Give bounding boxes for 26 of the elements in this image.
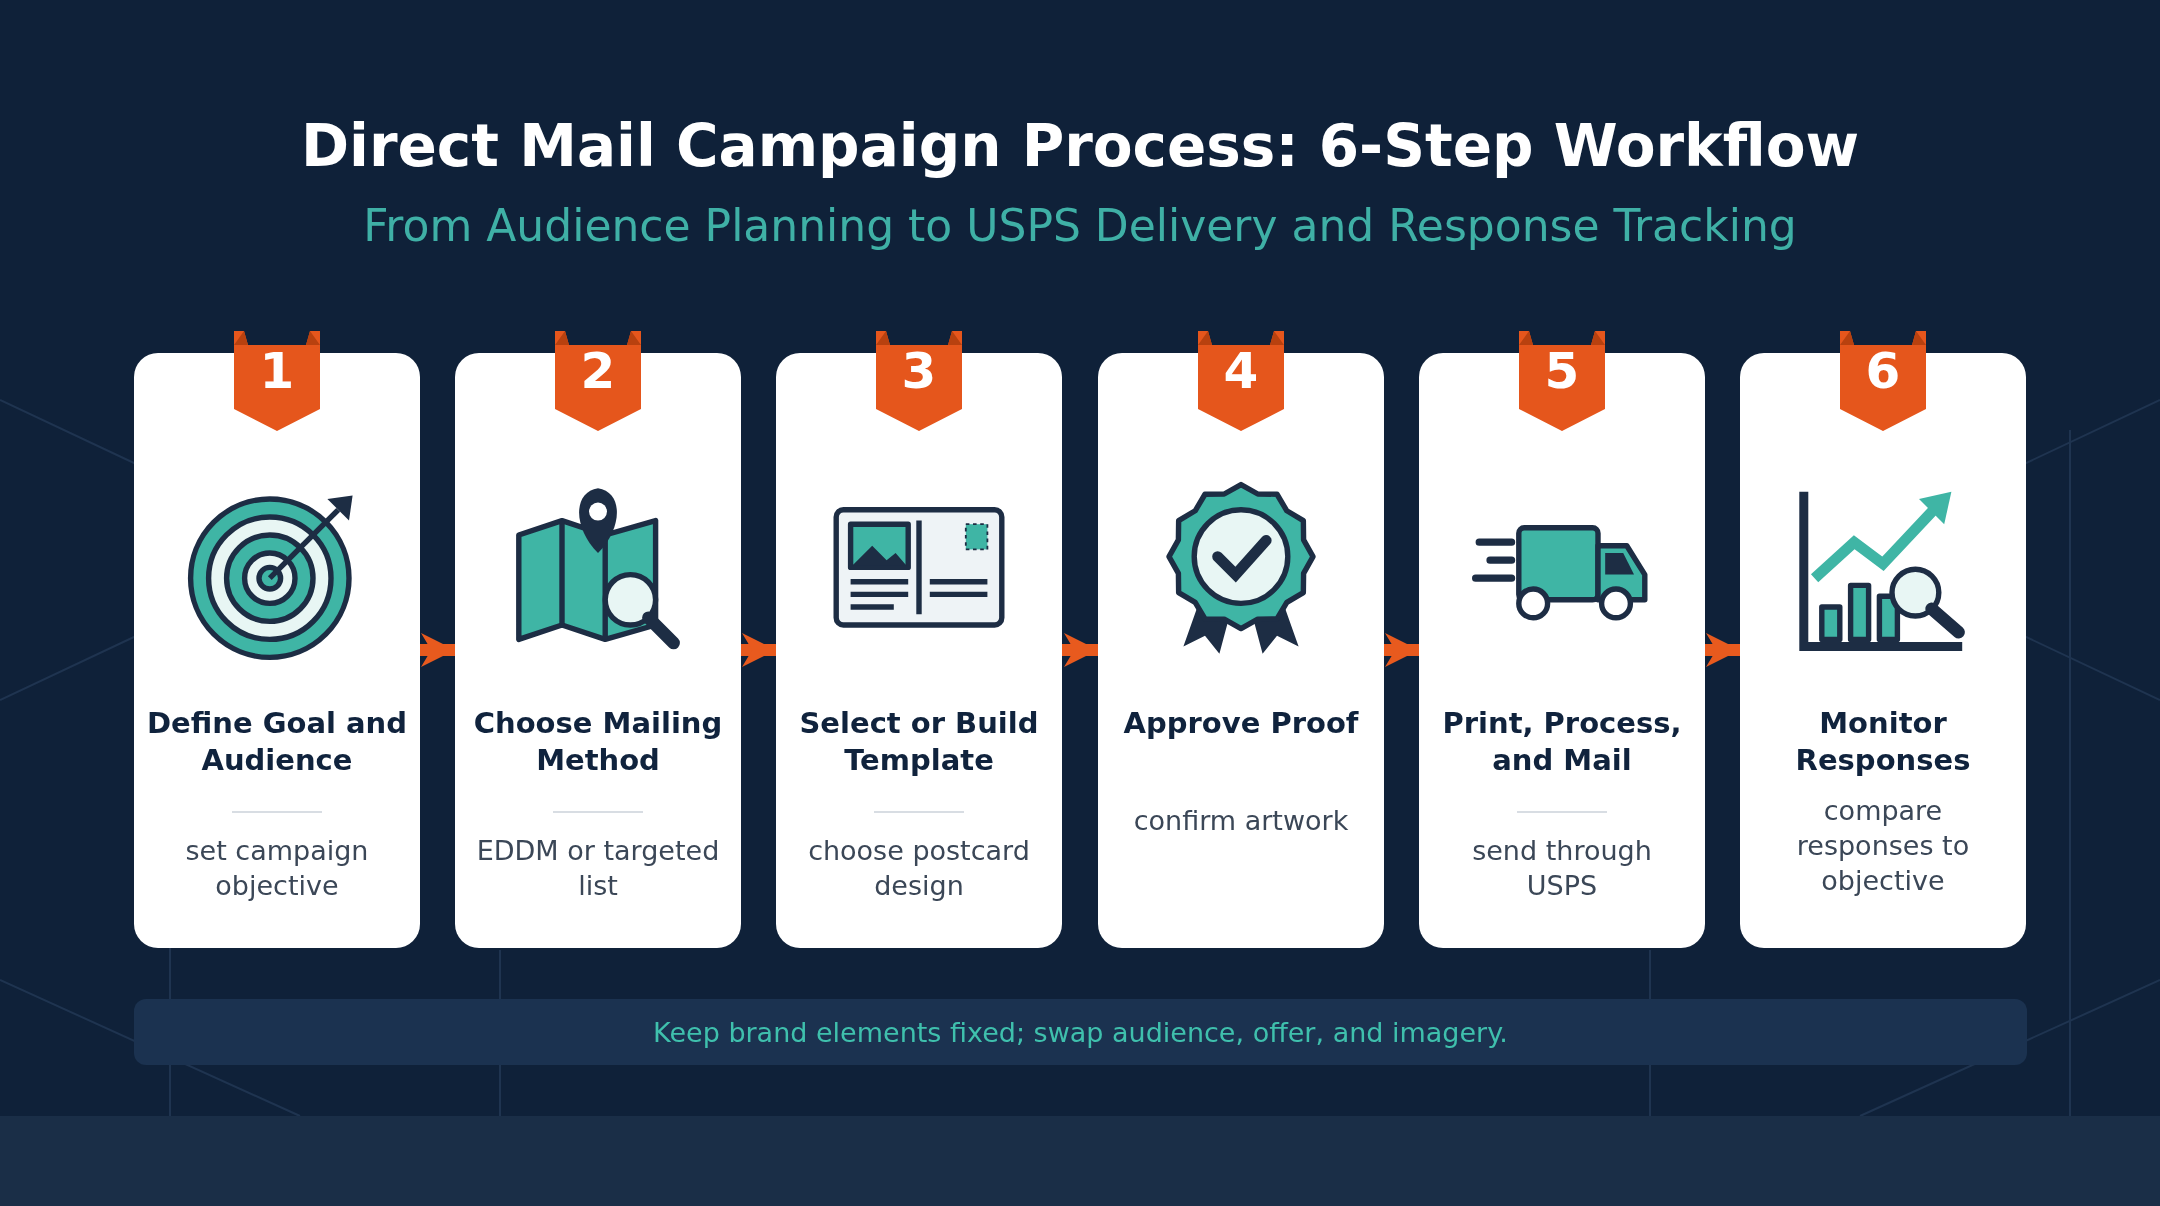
step-title: Approve Proof <box>1122 705 1360 742</box>
arrow <box>1062 633 1098 667</box>
step-number-badge: 1 <box>234 331 320 431</box>
title: Direct Mail Campaign Process: 6-Step Workflow <box>300 112 1860 180</box>
subtitle: From Audience Planning to USPS Delivery and Response Tracking <box>363 200 1797 251</box>
step-title: Define Goal and Audience <box>146 705 408 780</box>
step-number-badge: 3 <box>876 331 962 431</box>
note-banner: Keep brand elements fixed; swap audience, offer, and imagery. <box>134 999 2027 1065</box>
step-title: Choose Mailing Method <box>472 705 724 780</box>
step-number-badge: 6 <box>1840 331 1926 431</box>
step-description: EDDM or targeted list <box>475 834 721 904</box>
step-number-badge: 4 <box>1198 331 1284 431</box>
arrow <box>741 633 776 667</box>
step-description: choose postcard design <box>807 834 1031 904</box>
arrow <box>420 633 455 667</box>
step-description: confirm artwork <box>1132 804 1350 838</box>
arrow <box>1705 633 1740 667</box>
step-number-badge: 5 <box>1519 331 1605 431</box>
step-description: compare responses to objective <box>1795 794 1971 899</box>
step-number-badge: 2 <box>555 331 641 431</box>
arrow <box>1384 633 1419 667</box>
step-title: Print, Process, and Mail <box>1441 705 1683 780</box>
step-description: send through USPS <box>1471 834 1653 904</box>
step-description: set campaign objective <box>184 834 370 904</box>
step-title: Monitor Responses <box>1794 705 1972 780</box>
step-title: Select or Build Template <box>798 705 1040 780</box>
